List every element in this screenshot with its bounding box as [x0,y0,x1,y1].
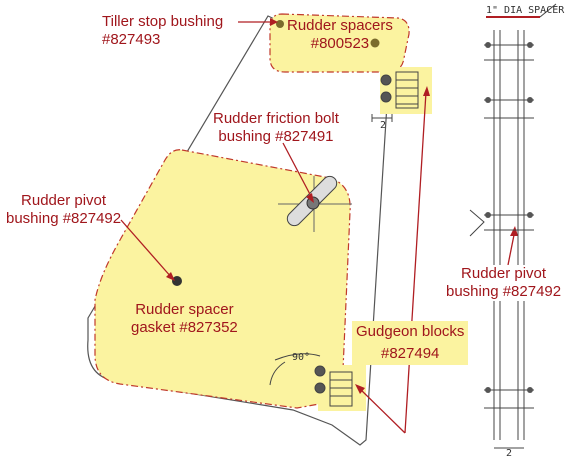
label-pivot-right-line1: Rudder pivot [461,265,547,282]
dim-top: 2 [380,120,386,131]
label-pivot-left: Rudder pivot bushing #827492 [6,192,121,228]
label-spacer-gasket-line1: Rudder spacer [135,301,234,318]
gudgeon-top-block [371,71,419,122]
spacer-gasket-area [94,149,351,409]
label-gudgeon-line2: #827494 [381,345,440,362]
leader-lines [120,21,516,434]
label-gudgeon-line1: Gudgeon blocks [356,323,465,340]
label-rudder-spacers-line2: #800523 [310,35,370,52]
label-spacer-gasket: Rudder spacer gasket #827352 [131,301,238,337]
label-rudder-spacers: Rudder spacers #800523 [287,17,393,53]
leader-arrowheads [166,18,518,394]
gudgeon-bottom-block [269,353,353,407]
section-view [469,30,534,449]
label-tiller-stop: Tiller stop bushing #827493 [102,13,223,49]
section-bolts [485,42,533,393]
label-friction-bolt-line1: Rudder friction bolt [213,110,339,127]
label-tiller-stop-line2: #827493 [102,31,161,48]
label-tiller-stop-line1: Tiller stop bushing [102,13,224,30]
label-friction-bolt: Rudder friction bolt bushing #827491 [213,110,339,146]
tiller-stop-dot [276,20,284,28]
spacer-callout-leader [539,3,557,18]
label-spacer-gasket-line2: gasket #827352 [131,319,238,336]
label-pivot-left-line2: bushing #827492 [6,210,122,227]
spacer-callout-text: 1" DIA SPACER [486,5,565,16]
label-gudgeon: Gudgeon blocks #827494 [352,321,469,365]
label-pivot-left-line1: Rudder pivot [21,192,107,209]
label-pivot-right-line2: bushing #827492 [446,283,562,300]
label-pivot-right: Rudder pivot bushing #827492 [446,265,562,301]
label-friction-bolt-line2: bushing #827491 [218,128,334,145]
spacer-dot [370,38,380,48]
pivot-bushing-dot [172,276,182,286]
dim-bottom: 2 [506,448,512,459]
angle-text: 90° [292,352,310,363]
gudgeon-top-highlight [380,67,432,114]
rudder-blade-outline [87,15,390,446]
label-rudder-spacers-line1: Rudder spacers [287,17,393,34]
